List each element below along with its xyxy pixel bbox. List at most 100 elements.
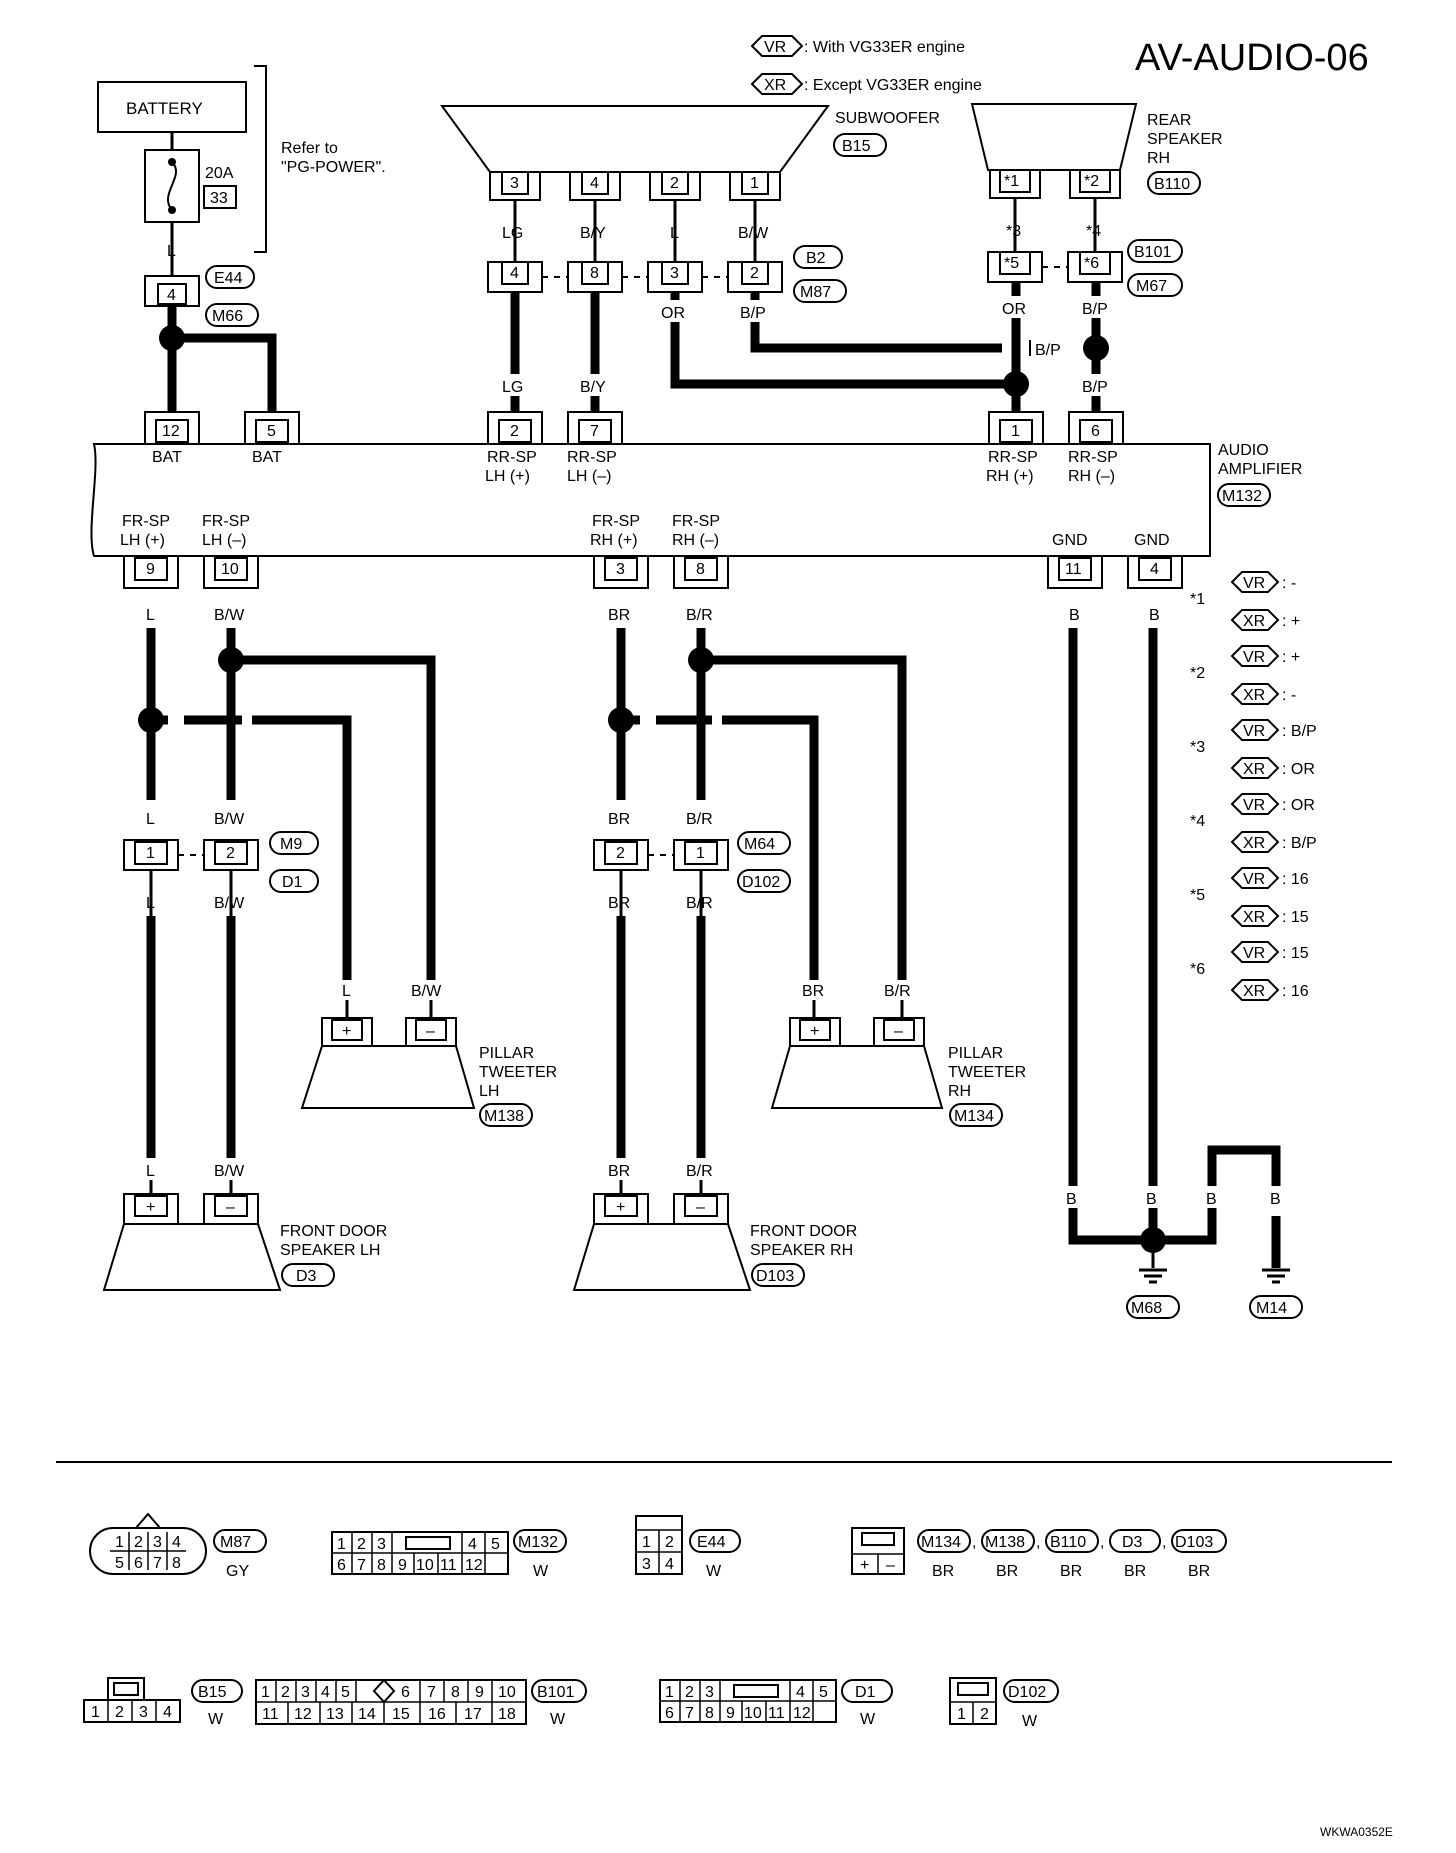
fuse-number: 33 [210,190,228,207]
wire-color: L [146,1163,155,1180]
connector-view-d1: 1 2 3 4 5 6 7 8 9 10 11 12 D1 W [659,1679,893,1728]
connector-b101: *5 *6 B101 M67 [987,239,1183,297]
svg-text:TWEETER: TWEETER [479,1064,557,1081]
svg-text:FR-SP: FR-SP [672,513,720,530]
connector-view-d102: 1 2 D102 W [949,1677,1059,1730]
svg-text:7: 7 [590,423,599,440]
svg-text:VR: VR [1243,871,1265,888]
svg-text:GND: GND [1134,532,1170,549]
svg-text:15: 15 [392,1706,410,1723]
svg-text:–: – [696,1199,705,1216]
svg-text:4: 4 [796,1684,805,1701]
svg-text:LH: LH [479,1083,499,1100]
svg-text:3: 3 [642,1556,651,1573]
svg-text:4: 4 [321,1684,330,1701]
wire-color: B/W [738,225,769,242]
svg-text:: -: : - [1282,575,1296,592]
amp-top-pins: 12 5 2 7 1 6 [144,411,1124,445]
wire-color: LG [502,379,523,396]
svg-text:RR-SP: RR-SP [1068,449,1118,466]
splice [1140,1227,1166,1253]
ground-symbol-m14: M14 [1249,1268,1303,1319]
front-door-speaker-rh: + – FRONT DOOR SPEAKER RH D103 [572,1193,857,1291]
engine-legend: VR : With VG33ER engine XR : Except VG33… [750,35,982,95]
svg-text:2: 2 [665,1534,674,1551]
svg-text:: 15: : 15 [1282,909,1309,926]
svg-text:6: 6 [665,1705,674,1722]
connector-view-m132: 1 2 3 4 5 6 7 8 9 10 11 12 M132 W [331,1529,567,1580]
svg-text:VR: VR [1243,575,1265,592]
svg-text:3: 3 [616,561,625,578]
svg-text:1: 1 [957,1706,966,1723]
svg-text:M134: M134 [954,1108,994,1125]
amp-bottom-pins: 9 10 3 8 11 4 [123,555,1183,589]
svg-text:RH (+): RH (+) [986,468,1034,485]
wire-color: B/R [686,607,713,624]
splice [159,325,185,351]
wire-color: L [167,379,176,396]
svg-text:1: 1 [115,1534,124,1551]
wire-color: B/P [740,305,766,322]
legend-xr-text: : Except VG33ER engine [804,77,982,94]
wire-color: B/W [214,811,245,828]
svg-text:LH (+): LH (+) [485,468,530,485]
svg-text:*1: *1 [1190,591,1205,608]
svg-text:2: 2 [616,845,625,862]
svg-text:7: 7 [427,1684,436,1701]
wire-color: OR [661,305,685,322]
svg-text:*6: *6 [1084,255,1099,272]
svg-text:VR: VR [1243,797,1265,814]
wire-color: B/W [214,1163,245,1180]
svg-text:D102: D102 [742,874,780,891]
svg-text:RH (+): RH (+) [590,532,638,549]
svg-text:3: 3 [301,1684,310,1701]
legend-vr-tag: VR [764,39,786,56]
svg-text:*2: *2 [1084,173,1099,190]
svg-text:BR: BR [996,1563,1018,1580]
svg-text:: 16: : 16 [1282,983,1309,1000]
svg-text:4: 4 [167,287,176,304]
svg-text:+: + [860,1557,869,1574]
svg-text:1: 1 [337,1536,346,1553]
svg-text:5: 5 [491,1536,500,1553]
svg-text:: OR: : OR [1282,797,1315,814]
svg-text:BAT: BAT [252,449,282,466]
svg-text:3: 3 [377,1536,386,1553]
svg-text:16: 16 [428,1706,446,1723]
wire-color: B [1069,607,1080,624]
svg-text:VR: VR [1243,723,1265,740]
splice [608,707,634,733]
wire-color: B/Y [580,225,606,242]
svg-text:9: 9 [146,561,155,578]
svg-text:B110: B110 [1154,176,1190,193]
svg-text:*3: *3 [1190,739,1205,756]
svg-text:W: W [860,1711,876,1728]
svg-text:W: W [533,1563,549,1580]
svg-text:5: 5 [341,1684,350,1701]
svg-text:RR-SP: RR-SP [988,449,1038,466]
wire-color: B/P [1082,379,1108,396]
wire-color: B/R [686,1163,713,1180]
svg-text:11: 11 [1065,561,1082,578]
svg-text:4: 4 [1150,561,1159,578]
wire-color: B/Y [580,379,606,396]
svg-text:*2: *2 [1190,665,1205,682]
svg-text:XR: XR [1243,613,1265,630]
wire-color: BR [608,895,630,912]
wire-color: B/W [411,983,442,1000]
svg-text:M66: M66 [212,308,243,325]
svg-text:2: 2 [281,1684,290,1701]
wire-color: L [146,895,155,912]
svg-text:10: 10 [498,1684,516,1701]
svg-text:D103: D103 [1175,1534,1213,1551]
splice [1083,335,1109,361]
svg-text:M87: M87 [800,284,831,301]
wire-color: B/P [1082,301,1108,318]
svg-text:8: 8 [590,265,599,282]
svg-text:: 15: : 15 [1282,945,1309,962]
svg-text:1: 1 [146,845,155,862]
svg-text:12: 12 [793,1705,811,1722]
svg-text:BAT: BAT [152,449,182,466]
svg-text:D3: D3 [296,1268,317,1285]
